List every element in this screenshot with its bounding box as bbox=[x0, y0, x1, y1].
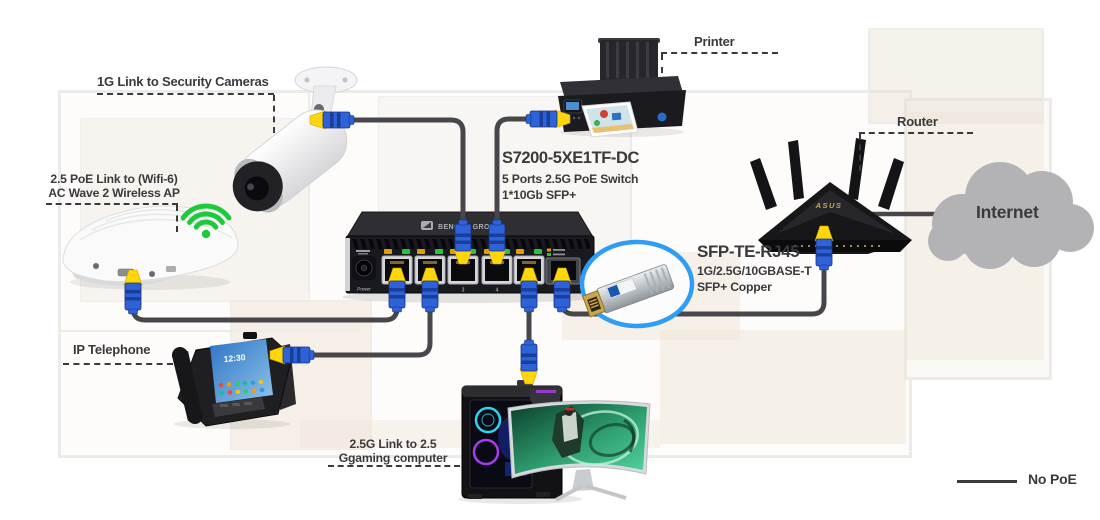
router-label: Router bbox=[897, 114, 938, 129]
router-antenna bbox=[750, 158, 777, 210]
sfp-model-label: SFP-TE-RJ45 bbox=[697, 242, 800, 261]
printer-label-line-v bbox=[661, 54, 663, 73]
no-poe-legend-label: No PoE bbox=[1028, 471, 1077, 487]
phone-camera bbox=[243, 332, 257, 339]
ap-port bbox=[93, 263, 99, 269]
ip-telephone: 12:30 bbox=[172, 332, 296, 429]
ap-label-line-v bbox=[176, 205, 178, 232]
router-antenna bbox=[878, 158, 904, 210]
rj45-port-3: 3 bbox=[447, 249, 479, 294]
rj45-connector-router bbox=[814, 225, 834, 271]
cable-ap-to-port1 bbox=[130, 300, 400, 323]
floorplan-wall bbox=[308, 92, 310, 292]
sfp-module-callout bbox=[579, 239, 695, 329]
internet-label: Internet bbox=[976, 202, 1039, 222]
cable-phone-to-port2 bbox=[304, 300, 433, 358]
rj45-connector-sfp bbox=[552, 267, 572, 313]
rj45-connector-port3 bbox=[453, 219, 473, 265]
router-top-facet bbox=[776, 190, 896, 234]
internet-cloud bbox=[928, 162, 1094, 269]
floorplan-region bbox=[660, 330, 906, 444]
router-front bbox=[758, 240, 912, 252]
phone-screen bbox=[210, 339, 273, 403]
sfp-transceiver bbox=[582, 264, 675, 318]
printer-logo bbox=[657, 112, 667, 122]
svg-text:3: 3 bbox=[462, 288, 465, 294]
pc-rgb-fan bbox=[474, 406, 502, 434]
ap-label-line bbox=[46, 203, 178, 205]
phone-label-line bbox=[63, 363, 173, 365]
printer-screen bbox=[566, 102, 579, 110]
sfp-spec2-label: SFP+ Copper bbox=[697, 280, 772, 294]
router-body bbox=[758, 182, 912, 254]
rj45-connector-camera bbox=[309, 110, 355, 130]
printer-label-line bbox=[661, 52, 778, 54]
phone-clock: 12:30 bbox=[223, 352, 246, 364]
camera-lens bbox=[244, 176, 269, 201]
cable-printer-to-port4 bbox=[494, 116, 534, 230]
rj45-connector-ap bbox=[123, 269, 143, 315]
camera-mount-screw bbox=[304, 77, 310, 83]
gaming-monitor bbox=[507, 400, 651, 502]
svg-text:4: 4 bbox=[496, 288, 499, 294]
rj45-connector-printer bbox=[525, 109, 571, 129]
phone-app-icons bbox=[218, 379, 265, 396]
printer bbox=[558, 38, 686, 138]
cable-camera-to-port3 bbox=[346, 117, 466, 230]
rj45-connector-port2 bbox=[420, 267, 440, 313]
rj45-connector-port4 bbox=[487, 219, 507, 265]
switch-spec1-label: 5 Ports 2.5G PoE Switch bbox=[502, 172, 639, 186]
router-brand-text: ASUS bbox=[815, 201, 843, 210]
pc-label-line bbox=[328, 465, 460, 467]
camera-label-line bbox=[97, 93, 274, 95]
wireless-ap bbox=[62, 205, 239, 290]
ap-link-label: 2.5 PoE Link to (Wifi-6) AC Wave 2 Wirel… bbox=[48, 172, 180, 201]
switch-spec2-label: 1*10Gb SFP+ bbox=[502, 188, 577, 202]
rj45-connector-phone bbox=[269, 345, 315, 365]
rj45-connector-pc bbox=[519, 339, 539, 385]
ap-port bbox=[149, 271, 155, 277]
ethernet-cables-top bbox=[346, 116, 534, 230]
router-antenna bbox=[848, 138, 866, 200]
sfp-spec1-label: 1G/2.5G/10GBASE-T bbox=[697, 264, 812, 278]
pc-link-label: 2.5G Link to 2.5 Ggaming computer bbox=[338, 437, 448, 466]
security-camera bbox=[232, 66, 358, 213]
pc-rgb-fan bbox=[472, 438, 500, 466]
no-poe-legend-line bbox=[957, 480, 1017, 483]
camera-mount-screw bbox=[342, 77, 348, 83]
wifi-icon bbox=[180, 203, 232, 239]
camera-label-line-v bbox=[273, 95, 275, 133]
ap-port bbox=[166, 266, 176, 272]
floorplan-region bbox=[868, 28, 1044, 124]
phone-label: IP Telephone bbox=[73, 342, 151, 357]
rj45-connector-port5 bbox=[519, 267, 539, 313]
switch-model-label: S7200-5XE1TF-DC bbox=[502, 149, 640, 167]
rj45-connector-port1 bbox=[387, 267, 407, 313]
router: ASUS bbox=[750, 138, 912, 254]
printer-label: Printer bbox=[694, 34, 735, 49]
phone-handset bbox=[172, 351, 202, 421]
floorplan-wall bbox=[60, 330, 360, 332]
phone-keypad bbox=[212, 397, 265, 417]
switch-power-label: Power bbox=[357, 287, 371, 293]
floorplan-wall bbox=[630, 92, 632, 252]
router-label-line-v bbox=[859, 134, 861, 171]
router-antenna bbox=[788, 140, 804, 200]
router-label-line bbox=[859, 132, 973, 134]
sfp-label bbox=[607, 284, 621, 298]
camera-link-label: 1G Link to Security Cameras bbox=[97, 74, 269, 89]
